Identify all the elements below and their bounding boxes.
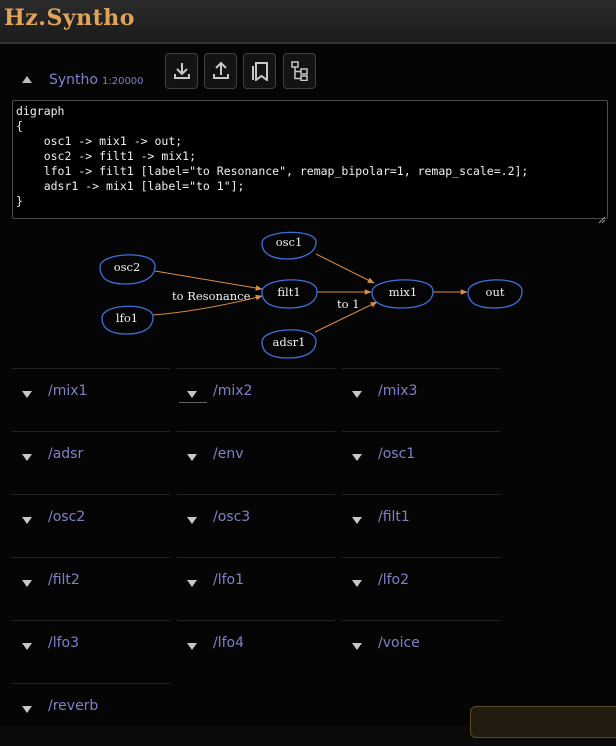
chevron-down-icon	[22, 643, 32, 650]
module-lfo4[interactable]: /lfo4	[177, 620, 335, 683]
chevron-down-icon	[352, 517, 362, 524]
panel-name: Syntho	[49, 72, 98, 88]
module-lfo2[interactable]: /lfo2	[342, 557, 500, 620]
module-lfo1[interactable]: /lfo1	[177, 557, 335, 620]
graph-node-osc2[interactable]: osc2	[99, 254, 156, 285]
graph-node-label: out	[486, 285, 505, 299]
graph-node-filt1[interactable]: filt1	[261, 279, 318, 309]
module-mix3[interactable]: /mix3	[342, 368, 500, 431]
graph-node-label: mix1	[389, 285, 417, 299]
overlay-widget-edge	[470, 706, 616, 738]
title-bar: Hz.Syntho	[0, 0, 616, 43]
module-adsr[interactable]: /adsr	[12, 431, 170, 494]
module-label: /reverb	[48, 698, 99, 714]
focus-underline	[179, 402, 207, 403]
module-filt2[interactable]: /filt2	[12, 557, 170, 620]
edge-adsr1-mix1	[314, 301, 378, 333]
module-osc1[interactable]: /osc1	[342, 431, 500, 494]
signal-graph: to Resonance to 1 osc1 osc2 lfo1 filt1 a…	[99, 231, 523, 359]
module-label: /mix2	[213, 383, 253, 399]
collapse-triangle-icon[interactable]	[22, 76, 32, 83]
graph-node-mix1[interactable]: mix1	[371, 279, 434, 309]
upload-button[interactable]	[204, 53, 237, 89]
download-button[interactable]	[165, 53, 198, 89]
edge-osc1-mix1	[315, 253, 375, 284]
module-label: /osc3	[213, 509, 251, 525]
module-label: /adsr	[48, 446, 84, 462]
graph-node-label: adsr1	[273, 335, 306, 349]
module-label: /filt1	[378, 509, 410, 525]
module-osc2[interactable]: /osc2	[12, 494, 170, 557]
module-mix2[interactable]: /mix2	[177, 368, 335, 431]
module-label: /osc1	[378, 446, 416, 462]
chevron-down-icon	[352, 580, 362, 587]
module-voice[interactable]: /voice	[342, 620, 500, 683]
module-label: /lfo2	[378, 572, 410, 588]
chevron-down-icon	[187, 391, 197, 398]
module-label: /mix3	[378, 383, 418, 399]
module-env[interactable]: /env	[177, 431, 335, 494]
module-filt1[interactable]: /filt1	[342, 494, 500, 557]
module-label: /mix1	[48, 383, 88, 399]
app-title: Hz.Syntho	[4, 5, 135, 31]
chevron-down-icon	[22, 706, 32, 713]
chevron-down-icon	[22, 391, 32, 398]
graph-node-label: osc1	[276, 235, 303, 249]
module-lfo3[interactable]: /lfo3	[12, 620, 170, 683]
edge-label-resonance: to Resonance	[172, 289, 251, 303]
graph-node-label: filt1	[277, 285, 300, 299]
module-label: /lfo4	[213, 635, 245, 651]
chevron-down-icon	[187, 580, 197, 587]
graph-node-osc1[interactable]: osc1	[261, 231, 317, 260]
chevron-down-icon	[22, 517, 32, 524]
panel-scale: 1:20000	[101, 76, 144, 87]
module-mix1[interactable]: /mix1	[12, 368, 170, 431]
edge-osc2-filt1	[154, 270, 263, 291]
module-label: /env	[213, 446, 244, 462]
module-label: /osc2	[48, 509, 86, 525]
resize-grip-icon[interactable]	[598, 209, 606, 228]
graph-node-label: osc2	[114, 260, 141, 274]
edge-lfo1-filt1	[152, 294, 263, 316]
dot-code-editor[interactable]	[12, 100, 608, 219]
chevron-down-icon	[352, 391, 362, 398]
module-reverb[interactable]: /reverb	[12, 683, 170, 746]
module-label: /voice	[378, 635, 420, 651]
chevron-down-icon	[352, 454, 362, 461]
chevron-down-icon	[187, 643, 197, 650]
module-label: /filt2	[48, 572, 80, 588]
graph-node-lfo1[interactable]: lfo1	[101, 305, 154, 335]
bookmark-button[interactable]	[243, 53, 276, 89]
module-label: /lfo3	[48, 635, 80, 651]
edge-label-to1: to 1	[337, 297, 360, 311]
module-label: /lfo1	[213, 572, 245, 588]
chevron-down-icon	[187, 454, 197, 461]
graph-node-out[interactable]: out	[467, 279, 523, 309]
graph-node-label: lfo1	[116, 311, 138, 325]
module-osc3[interactable]: /osc3	[177, 494, 335, 557]
chevron-down-icon	[352, 643, 362, 650]
chevron-down-icon	[22, 580, 32, 587]
graph-node-adsr1[interactable]: adsr1	[261, 329, 317, 359]
chevron-down-icon	[187, 517, 197, 524]
hierarchy-button[interactable]	[283, 53, 316, 89]
chevron-down-icon	[22, 454, 32, 461]
